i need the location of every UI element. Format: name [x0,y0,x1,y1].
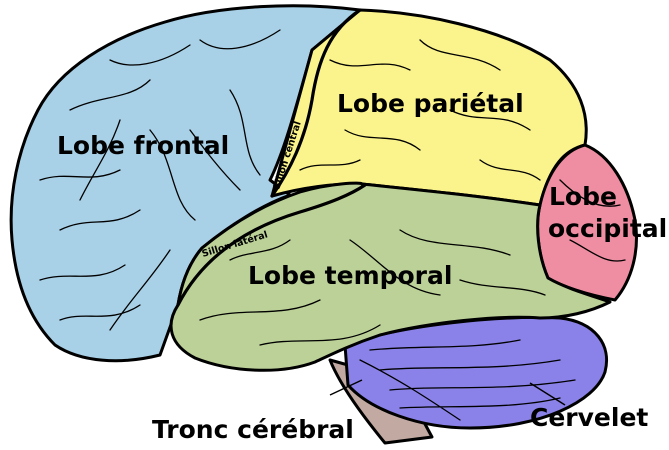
occipital-lobe-label-line1: Lobe [549,182,617,211]
cerebellum-leader [529,382,566,406]
occipital-lobe-label-line2: occipital [548,214,667,243]
parietal-lobe-label: Lobe pariétal [337,89,524,118]
sulci-texture [39,29,626,421]
temporal-lobe-region [169,181,612,372]
cerebellum-label: Cervelet [530,403,648,432]
central-sulcus-line [270,8,362,198]
temporal-lobe-label: Lobe temporal [248,261,452,290]
brainstem-label: Tronc cérébral [152,415,354,444]
frontal-lobe-label: Lobe frontal [57,131,229,160]
brainstem-leader [329,379,363,396]
parietal-temporal-boundary [361,183,541,206]
lateral-sulcus-line [176,183,367,307]
